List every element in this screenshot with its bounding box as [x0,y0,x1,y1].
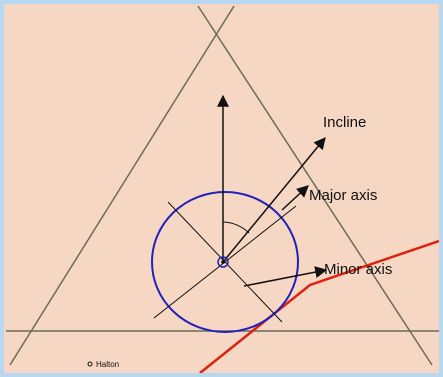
town-label: Halton [96,360,119,369]
diagram-canvas: Incline Major axis Minor axis Halton [4,4,439,373]
incline-arrow [222,137,326,263]
major-axis-arrow [281,185,309,211]
error-ellipse [151,191,299,333]
center-ring [217,256,229,268]
road-line [199,239,439,373]
center-dot [221,260,225,264]
minor-axis-arrow [243,266,328,287]
incline-label: Incline [323,114,366,131]
minor-axis-label: Minor axis [324,261,392,278]
town-marker [87,361,93,367]
triangle-right-edge [197,5,433,366]
angle-arc [222,221,250,234]
triangle-left-edge [9,5,235,366]
minor-axis-line [153,205,297,319]
major-axis-label: Major axis [309,187,377,204]
diagram-svg: Incline Major axis Minor axis Halton [6,5,439,373]
